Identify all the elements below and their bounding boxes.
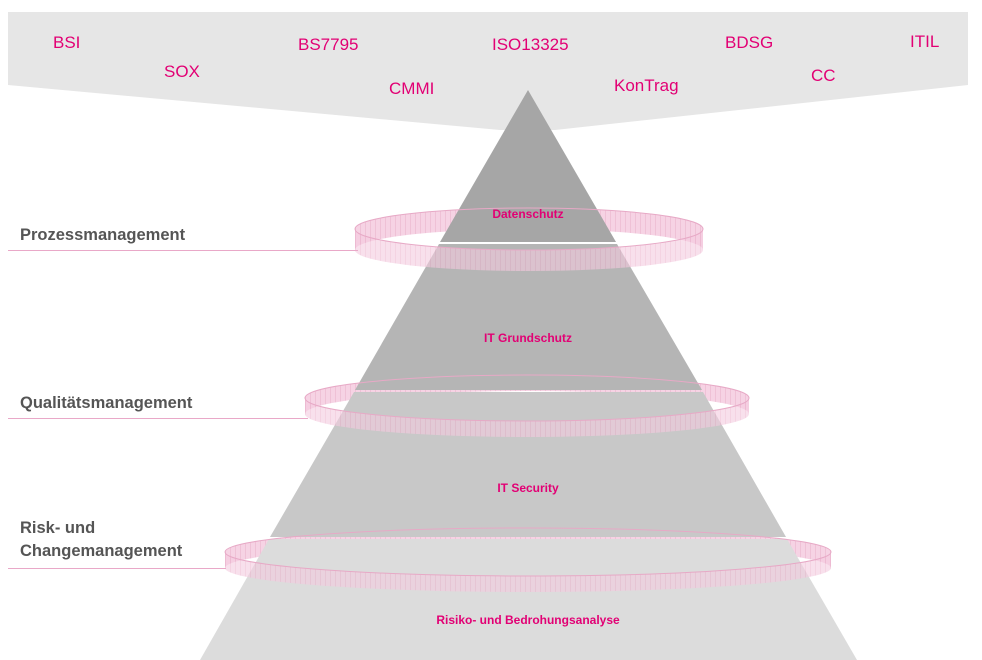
tier-label-it-security: IT Security	[497, 481, 559, 495]
standard-sox: SOX	[164, 62, 200, 81]
pyramid-tier-1	[440, 90, 616, 242]
standard-itil: ITIL	[910, 32, 940, 51]
qualitaet-pointer-line	[8, 418, 308, 419]
prozess-pointer-line	[8, 250, 358, 251]
tier-label-risikoanalyse: Risiko- und Bedrohungsanalyse	[436, 613, 620, 627]
standard-cc: CC	[811, 66, 836, 85]
tier-label-it-grundschutz: IT Grundschutz	[484, 331, 572, 345]
ring-front-3	[225, 552, 831, 592]
label-risk-line1: Risk- und	[20, 519, 96, 537]
standard-bdsg: BDSG	[725, 33, 774, 52]
label-risk-line2: Changemanagement	[20, 542, 183, 560]
risk-pointer-line	[8, 568, 226, 569]
standard-bsi: BSI	[53, 33, 81, 52]
ring-back-3	[225, 528, 831, 568]
pyramid-tier-4	[200, 539, 857, 660]
pyramid-tier-2	[355, 244, 702, 390]
ring-front-2	[305, 398, 749, 437]
standard-bs7795: BS7795	[298, 35, 359, 54]
standards-funnel	[8, 12, 968, 130]
standard-kontrag: KonTrag	[614, 76, 679, 95]
standard-iso13325: ISO13325	[492, 35, 569, 54]
standard-cmmi: CMMI	[389, 79, 435, 98]
label-qualitaetsmanagement: Qualitätsmanagement	[20, 394, 193, 412]
label-prozessmanagement: Prozessmanagement	[20, 226, 186, 244]
tier-label-datenschutz: Datenschutz	[492, 207, 564, 221]
